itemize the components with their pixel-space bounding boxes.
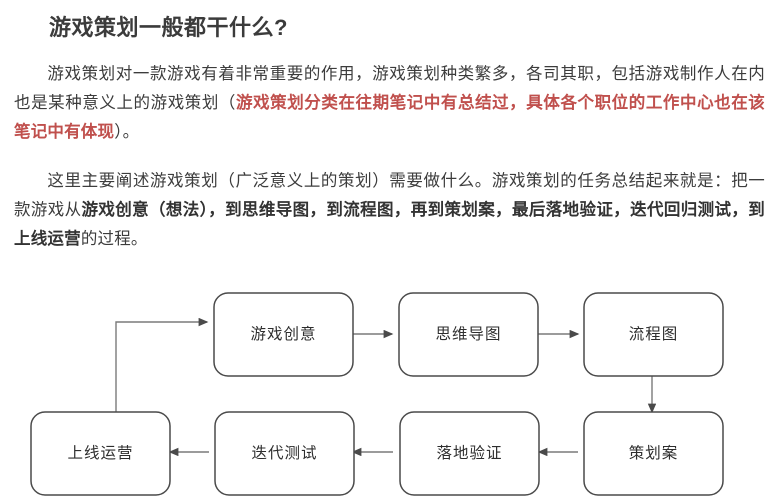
node-iteration-box[interactable] <box>214 411 355 496</box>
node-iteration[interactable]: 迭代测试 <box>214 411 355 496</box>
node-validation[interactable]: 落地验证 <box>399 411 540 496</box>
node-proposal-label: 策划案 <box>629 444 679 462</box>
node-operation-label: 上线运营 <box>67 444 133 462</box>
page-title: 游戏策划一般都干什么? <box>49 15 288 40</box>
node-validation-label: 落地验证 <box>436 444 502 462</box>
node-operation[interactable]: 上线运营 <box>30 411 171 496</box>
node-flowdiagram-label: 流程图 <box>629 325 679 343</box>
process-flowchart: 游戏创意 思维导图 流程图 策划案 落地验证 迭代测试 <box>0 270 779 500</box>
paragraph-1-highlight: 游戏策划分类在往期笔记中有总结过，具体各个职位的工作中心也在该笔记中有体现 <box>14 93 765 142</box>
node-mindmap[interactable]: 思维导图 <box>398 292 539 377</box>
paragraph-2-run-1: 这里主要阐述游戏策划（广泛意义上的策划）需要做什么。游戏策划的任务总结起来就是：… <box>14 171 765 220</box>
node-iteration-label: 迭代测试 <box>251 444 317 462</box>
article-body: 游戏策划一般都干什么? 游戏策划对一款游戏有着非常重要的作用，游戏策划种类繁多，… <box>14 15 765 255</box>
node-idea-box[interactable] <box>213 292 354 377</box>
node-mindmap-label: 思维导图 <box>435 325 501 343</box>
node-idea[interactable]: 游戏创意 <box>213 292 354 377</box>
paragraph-1-run-3: ）。 <box>114 123 140 142</box>
flowchart-canvas: 游戏创意 思维导图 流程图 策划案 落地验证 迭代测试 <box>30 292 724 496</box>
node-proposal-box[interactable] <box>583 411 724 496</box>
node-flowdiagram-box[interactable] <box>583 292 724 377</box>
node-operation-box[interactable] <box>30 411 171 496</box>
node-idea-label: 游戏创意 <box>250 324 316 343</box>
node-flowdiagram[interactable]: 流程图 <box>583 292 724 377</box>
node-proposal[interactable]: 策划案 <box>583 411 724 496</box>
paragraph-2-run-3: 的过程。 <box>80 230 148 249</box>
node-mindmap-box[interactable] <box>398 292 539 377</box>
paragraph-2: 这里主要阐述游戏策划（广泛意义上的策划）需要做什么。游戏策划的任务总结起来就是：… <box>14 167 765 255</box>
flowchart-connectors <box>115 317 657 457</box>
paragraph-1: 游戏策划对一款游戏有着非常重要的作用，游戏策划种类繁多，各司其职，包括游戏制作人… <box>14 60 765 148</box>
paragraph-2-emphasis: 游戏创意（想法），到思维导图，到流程图，再到策划案，最后落地验证，迭代回归测试，… <box>14 201 765 249</box>
node-validation-box[interactable] <box>399 411 540 496</box>
edge-operation-to-idea-loop <box>115 317 209 412</box>
paragraph-1-run-1: 游戏策划对一款游戏有着非常重要的作用，游戏策划种类繁多，各司其职，包括游戏制作人… <box>14 64 765 112</box>
